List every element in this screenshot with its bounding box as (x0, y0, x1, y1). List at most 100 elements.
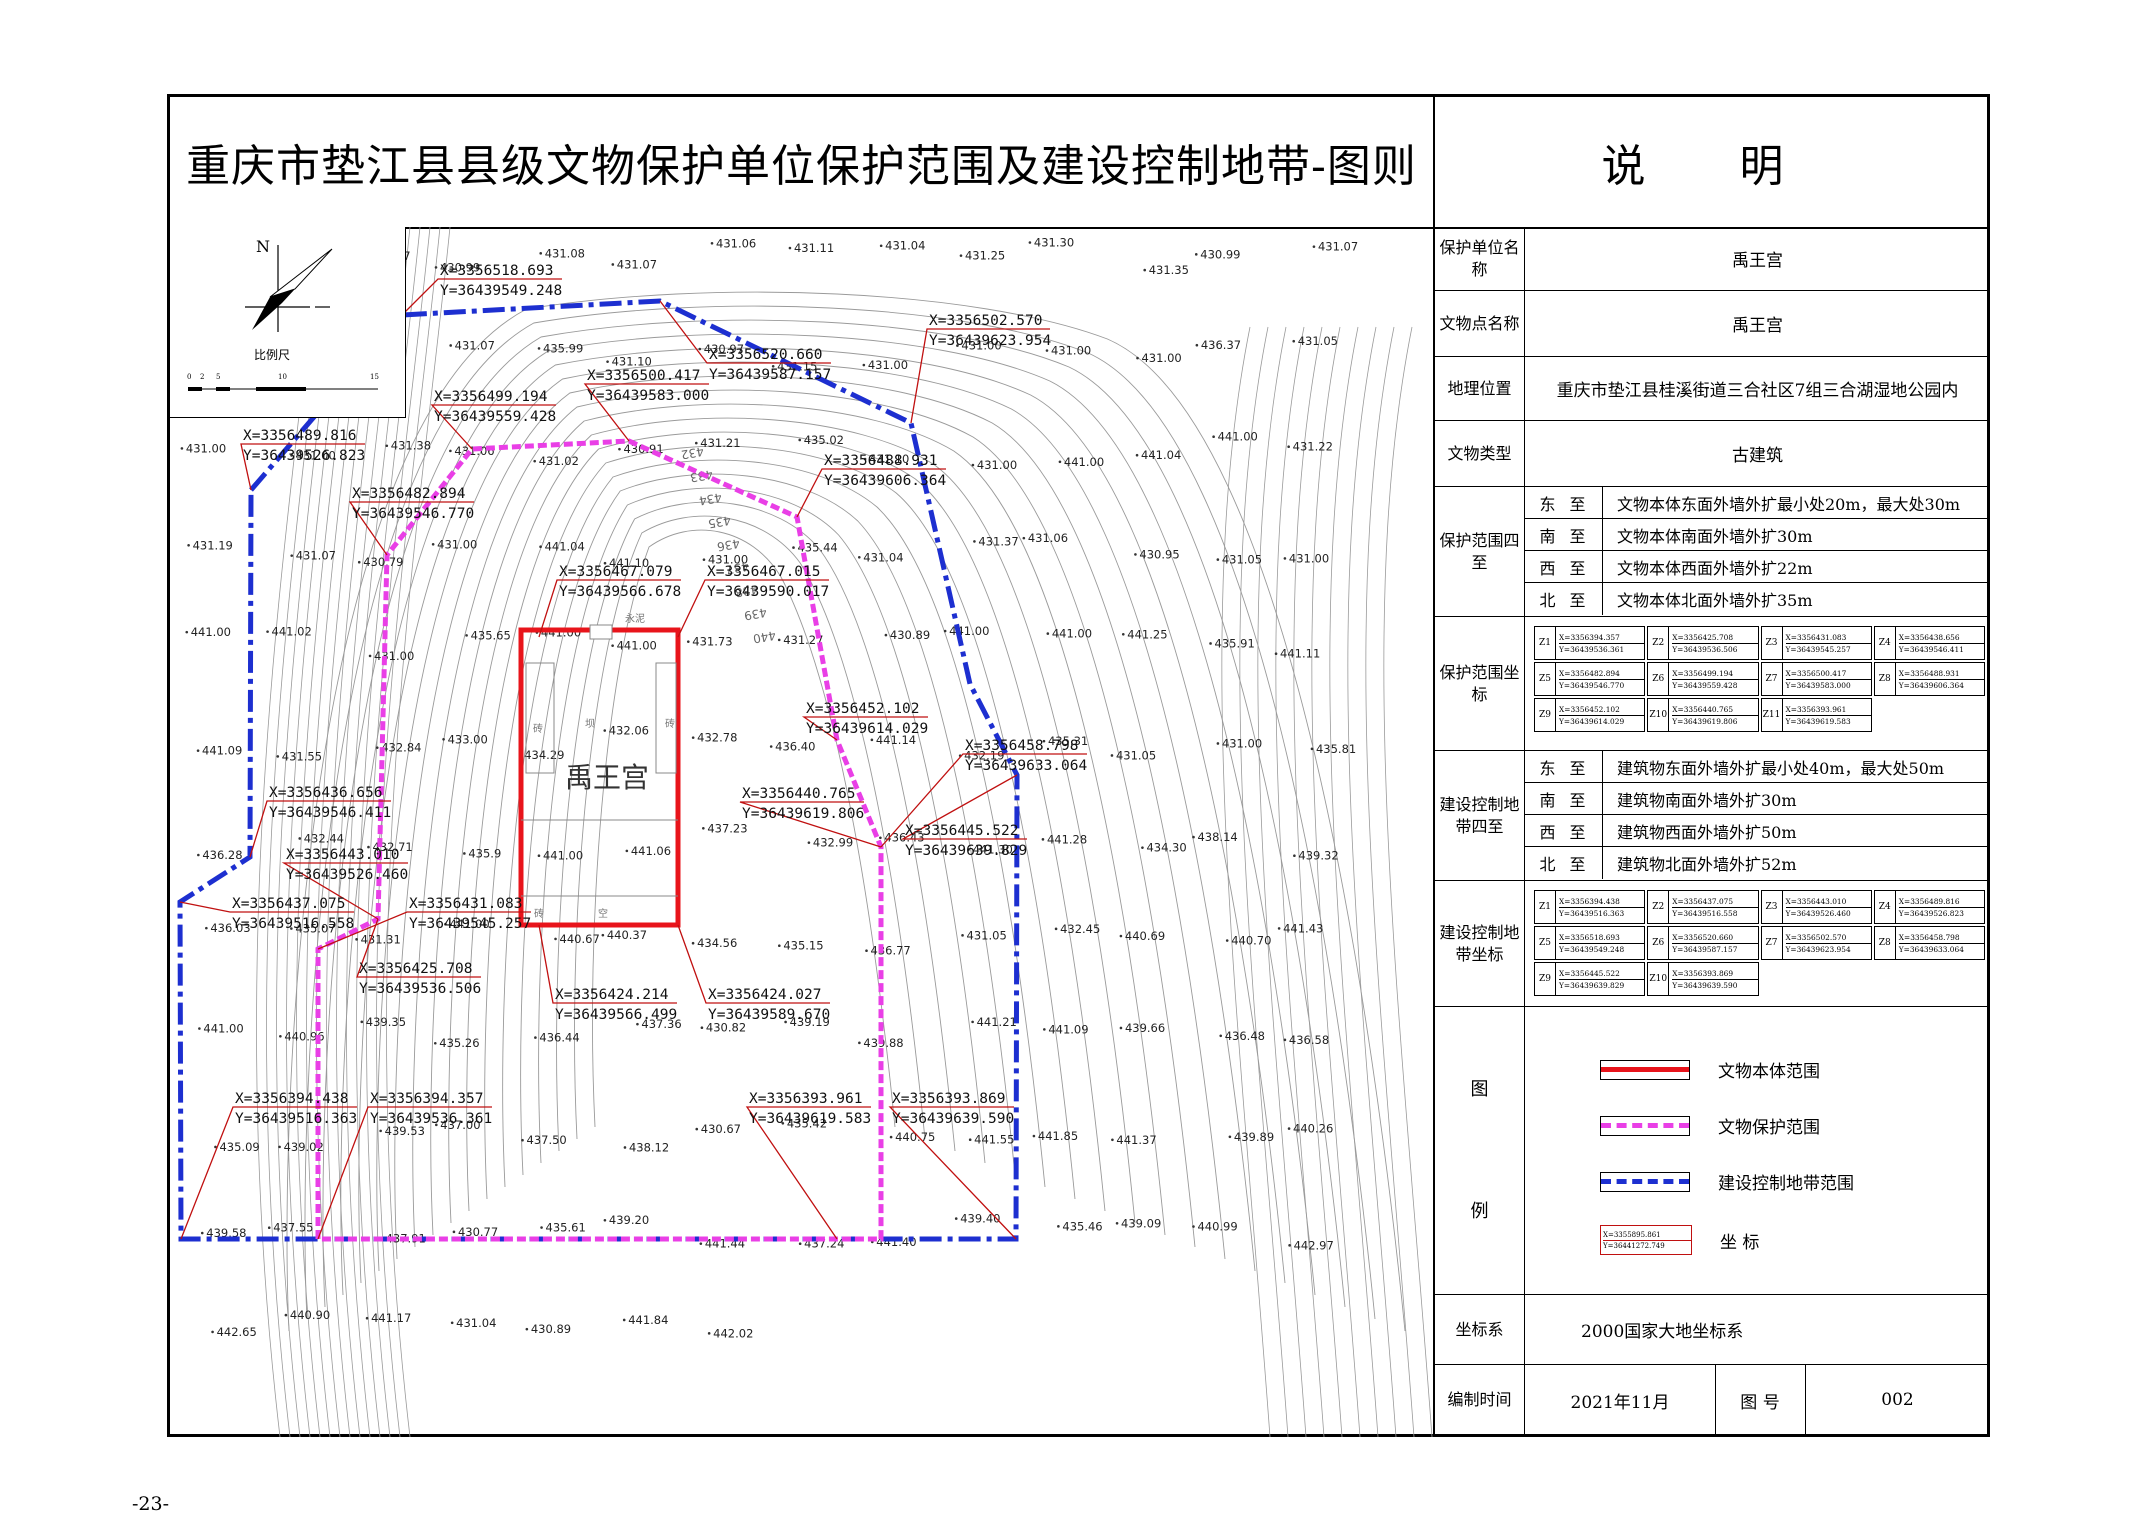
elevation-point: 431.00 (702, 553, 748, 567)
coord-y: Y=36439546.770 (1559, 680, 1625, 690)
elevation-point: 436.44 (534, 1031, 580, 1045)
elevation-point: 431.00 (368, 649, 414, 663)
building-name-label: 禹王宫 (565, 761, 649, 794)
coordinate-x-label: X=3356440.765 (742, 786, 856, 802)
coordinate-x-label: X=3356425.708 (359, 961, 473, 977)
coordinate-leaders (179, 278, 1087, 1240)
elevation-dot (185, 630, 189, 634)
elevation-point: 431.31 (355, 932, 401, 946)
coord-point-id: Z9 (1535, 699, 1556, 731)
coord-y: Y=36439549.248 (1559, 944, 1625, 954)
elevation-dot (355, 938, 358, 941)
legend-sample-y: Y=36441272.749 (1603, 1241, 1665, 1250)
elevation-point: 440.96 (279, 1029, 325, 1043)
elevation-dot (691, 736, 695, 739)
building-small-label: 砖 (533, 722, 543, 735)
elevation-point: 441.17 (365, 1311, 411, 1325)
control-bound-west: 西至建筑物西面外墙外扩50m (1525, 815, 1990, 847)
contour-line (1311, 326, 1361, 1437)
elevation-label: 442.65 (217, 1325, 257, 1339)
elevation-point: 435.26 (433, 1036, 480, 1050)
elevation-label: 441.06 (631, 844, 671, 858)
control-bound-south: 南至建筑物南面外墙外扩30m (1525, 783, 1990, 815)
coordinate-leader (348, 501, 474, 556)
coord-x: X=3356438.656 (1898, 632, 1984, 644)
coord-y: Y=36439516.363 (1559, 908, 1625, 918)
elevation-label: 441.09 (202, 744, 242, 758)
elevation-label: 438.12 (629, 1140, 669, 1154)
elevation-point: 435.81 (1310, 742, 1356, 756)
contour-label: 435 (707, 513, 732, 531)
legend-text: 文物本体范围 (1718, 1062, 1820, 1082)
elevation-point: 432.44 (298, 831, 344, 845)
elevation-point: 431.02 (533, 454, 579, 468)
elevation-dot (1058, 460, 1062, 464)
contour-line (520, 473, 1016, 1176)
coord-system-label: 坐标系 (1435, 1295, 1525, 1364)
coord-x: X=3356443.010 (1785, 896, 1871, 908)
dir-south: 南至 (1525, 519, 1603, 550)
contour-line (556, 501, 956, 1152)
elevation-label: 431.00 (1141, 351, 1181, 365)
elevation-label: 435.65 (471, 628, 511, 642)
elevation-dot (290, 554, 294, 557)
elevation-label: 430.99 (440, 260, 480, 274)
elevation-point: 431.00 (971, 458, 1017, 472)
elevation-point: 435.91 (1209, 636, 1255, 650)
elevation-point: 441.09 (1043, 1022, 1089, 1036)
elevation-point: 434.30 (1141, 841, 1187, 855)
elevation-dot (521, 1138, 524, 1142)
contour-line (466, 431, 1106, 1212)
elevation-label: 436.37 (1201, 338, 1241, 352)
coordinate-y-label: Y=36439545.257 (409, 916, 531, 932)
elevation-point: 441.43 (1277, 921, 1323, 935)
elevation-point: 431.37 (973, 534, 1019, 548)
elevation-point: 432.78 (691, 731, 737, 745)
elevation-dot (433, 1041, 437, 1045)
contour-line (304, 305, 1376, 1320)
coordinate-leader (910, 328, 1050, 424)
elevation-label: 431.04 (863, 550, 903, 564)
elevation-label: 435.15 (783, 939, 823, 953)
elevation-label: 431.21 (700, 436, 740, 450)
map-title: 重庆市垫江县县级文物保护单位保护范围及建设控制地带-图则 (170, 97, 1435, 227)
elevation-point: 435.02 (798, 433, 844, 447)
elevation-dot (267, 1226, 271, 1230)
elevation-dot (698, 347, 702, 351)
elevation-dot (623, 1146, 627, 1149)
elevation-dot (290, 454, 293, 457)
elevation-dot (798, 1242, 802, 1246)
elevation-point: 431.06 (710, 236, 756, 250)
elevation-dot (700, 1026, 704, 1029)
elevation-point: 439.53 (379, 1124, 425, 1138)
protect-bound-north: 北至文物本体北面外墙外扩35m (1525, 583, 1990, 615)
elevation-dot (781, 1121, 785, 1125)
elevation-dot (771, 364, 775, 368)
elevation-label: 439.88 (863, 1036, 903, 1050)
elevation-label: 431.06 (1028, 531, 1068, 545)
contour-line (366, 227, 431, 1437)
coordinate-leader (538, 579, 681, 638)
coordinate-y-label: Y=36439526.823 (243, 448, 365, 464)
elevation-point: 437.55 (267, 1221, 313, 1235)
elevation-point: 431.19 (187, 538, 233, 552)
elevation-label: 432.99 (813, 836, 853, 850)
dir-south: 南至 (1525, 783, 1603, 814)
elevation-dot (603, 1218, 607, 1222)
elevation-point: 441.10 (603, 556, 649, 570)
dir-west: 西至 (1525, 815, 1603, 846)
elevation-label: 435.02 (804, 433, 844, 447)
coordinate-x-label: X=3356437.075 (232, 896, 346, 912)
coordinate-y-label: Y=36439546.411 (269, 805, 391, 821)
elevation-label: 431.22 (1293, 440, 1333, 454)
coord-y: Y=36439526.823 (1898, 908, 1964, 918)
elevation-label: 431.00 (977, 458, 1017, 472)
